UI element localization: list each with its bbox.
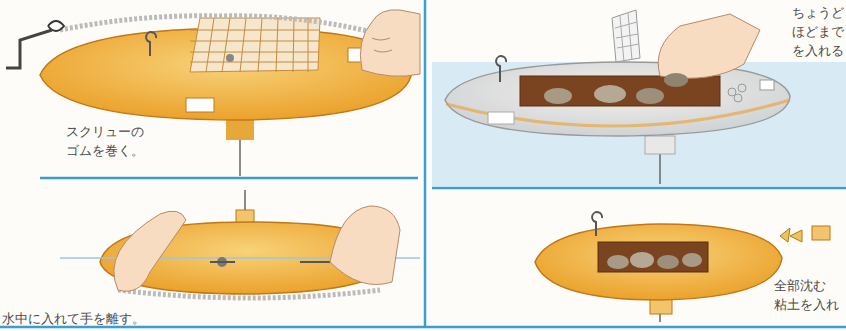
boat-in-water [60, 190, 420, 298]
caption-text: ちょうど ほどまで を入れる [792, 3, 844, 60]
caption-text: 水中に入れて手を離す。 [2, 309, 145, 328]
caption-text: 全部沈む 粘土を入れ [774, 276, 839, 314]
caption-text: スクリューの ゴムを巻く。 [66, 122, 144, 160]
boat-winding [6, 10, 420, 176]
boat-loading [432, 10, 846, 186]
